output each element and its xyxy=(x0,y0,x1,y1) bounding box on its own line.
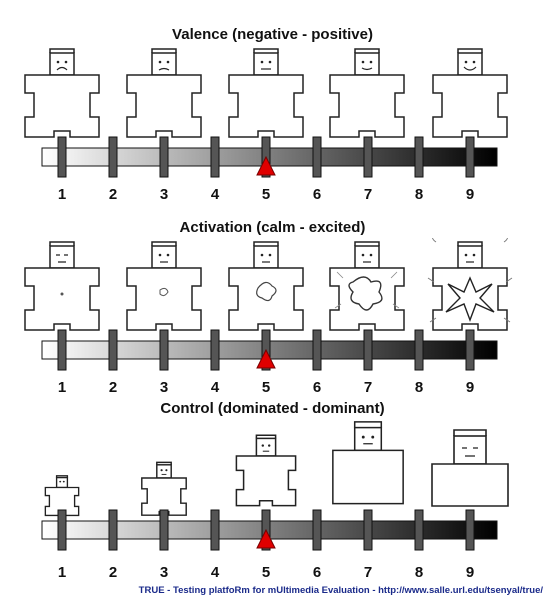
valence-tick-1[interactable] xyxy=(57,136,67,178)
activation-tick-6[interactable] xyxy=(312,329,322,371)
valence-scale: 1 2 3 4 5 6 7 8 9 xyxy=(24,48,508,203)
valence-figure-7 xyxy=(329,48,405,138)
valence-number-2[interactable]: 2 xyxy=(109,186,117,203)
control-scale: 1 2 3 4 5 6 7 8 9 xyxy=(41,421,509,581)
valence-number-3[interactable]: 3 xyxy=(160,186,168,203)
control-ticks xyxy=(57,509,475,551)
control-number-4[interactable]: 4 xyxy=(211,564,220,581)
control-number-8[interactable]: 8 xyxy=(415,564,423,581)
valence-tick-3[interactable] xyxy=(159,136,169,178)
control-figure-7 xyxy=(332,421,404,505)
control-number-1[interactable]: 1 xyxy=(58,564,66,581)
activation-number-7[interactable]: 7 xyxy=(364,379,372,396)
control-tick-1[interactable] xyxy=(57,509,67,551)
control-number-9[interactable]: 9 xyxy=(466,564,474,581)
valence-tick-4[interactable] xyxy=(210,136,220,178)
valence-numbers: 1 2 3 4 5 6 7 8 9 xyxy=(58,186,474,203)
control-tick-8[interactable] xyxy=(414,509,424,551)
valence-number-9[interactable]: 9 xyxy=(466,186,474,203)
activation-figures xyxy=(24,238,513,331)
activation-tick-3[interactable] xyxy=(159,329,169,371)
activation-tick-8[interactable] xyxy=(414,329,424,371)
valence-tick-8[interactable] xyxy=(414,136,424,178)
control-number-5[interactable]: 5 xyxy=(262,564,270,581)
control-tick-9[interactable] xyxy=(465,509,475,551)
activation-tick-1[interactable] xyxy=(57,329,67,371)
control-number-2[interactable]: 2 xyxy=(109,564,117,581)
control-number-3[interactable]: 3 xyxy=(160,564,168,581)
control-tick-4[interactable] xyxy=(210,509,220,551)
valence-tick-9[interactable] xyxy=(465,136,475,178)
control-number-6[interactable]: 6 xyxy=(313,564,321,581)
control-selection-marker[interactable] xyxy=(256,528,276,549)
valence-number-4[interactable]: 4 xyxy=(211,186,220,203)
control-figure-9 xyxy=(431,429,509,507)
activation-number-5[interactable]: 5 xyxy=(262,379,270,396)
valence-tick-6[interactable] xyxy=(312,136,322,178)
activation-number-2[interactable]: 2 xyxy=(109,379,117,396)
control-numbers: 1 2 3 4 5 6 7 8 9 xyxy=(58,564,474,581)
valence-figures xyxy=(24,48,508,138)
activation-number-3[interactable]: 3 xyxy=(160,379,168,396)
valence-title: Valence (negative - positive) xyxy=(172,26,373,43)
valence-number-1[interactable]: 1 xyxy=(58,186,66,203)
activation-figure-7 xyxy=(329,241,405,331)
control-figure-1 xyxy=(44,475,80,517)
activation-ticks xyxy=(57,329,475,371)
activation-figure-9 xyxy=(427,238,513,331)
activation-title: Activation (calm - excited) xyxy=(179,219,366,236)
activation-scale: 1 2 3 4 5 6 7 8 9 xyxy=(24,238,513,396)
activation-number-8[interactable]: 8 xyxy=(415,379,423,396)
activation-figure-5 xyxy=(228,241,304,331)
valence-figure-5 xyxy=(228,48,304,138)
activation-tick-2[interactable] xyxy=(108,329,118,371)
activation-numbers: 1 2 3 4 5 6 7 8 9 xyxy=(58,379,474,396)
activation-figure-1 xyxy=(24,241,100,331)
footer-credit: TRUE - Testing platfoRm for mUltimedia E… xyxy=(138,585,543,596)
valence-figure-3 xyxy=(126,48,202,138)
valence-number-7[interactable]: 7 xyxy=(364,186,372,203)
activation-selection-marker[interactable] xyxy=(256,348,276,369)
activation-figure-3 xyxy=(126,241,202,331)
valence-number-6[interactable]: 6 xyxy=(313,186,321,203)
activation-number-4[interactable]: 4 xyxy=(211,379,220,396)
control-number-7[interactable]: 7 xyxy=(364,564,372,581)
activation-number-9[interactable]: 9 xyxy=(466,379,474,396)
valence-figure-1 xyxy=(24,48,100,138)
control-figures xyxy=(44,421,509,517)
activation-tick-9[interactable] xyxy=(465,329,475,371)
control-tick-3[interactable] xyxy=(159,509,169,551)
control-tick-6[interactable] xyxy=(312,509,322,551)
valence-tick-7[interactable] xyxy=(363,136,373,178)
activation-tick-7[interactable] xyxy=(363,329,373,371)
control-figure-5 xyxy=(235,434,297,507)
control-title: Control (dominated - dominant) xyxy=(160,400,385,417)
control-tick-7[interactable] xyxy=(363,509,373,551)
activation-number-1[interactable]: 1 xyxy=(58,379,66,396)
valence-figure-9 xyxy=(432,48,508,138)
valence-number-8[interactable]: 8 xyxy=(415,186,423,203)
valence-number-5[interactable]: 5 xyxy=(262,186,270,203)
control-figure-3 xyxy=(141,461,187,516)
activation-number-6[interactable]: 6 xyxy=(313,379,321,396)
valence-tick-2[interactable] xyxy=(108,136,118,178)
valence-selection-marker[interactable] xyxy=(256,155,276,176)
activation-tick-4[interactable] xyxy=(210,329,220,371)
control-tick-2[interactable] xyxy=(108,509,118,551)
